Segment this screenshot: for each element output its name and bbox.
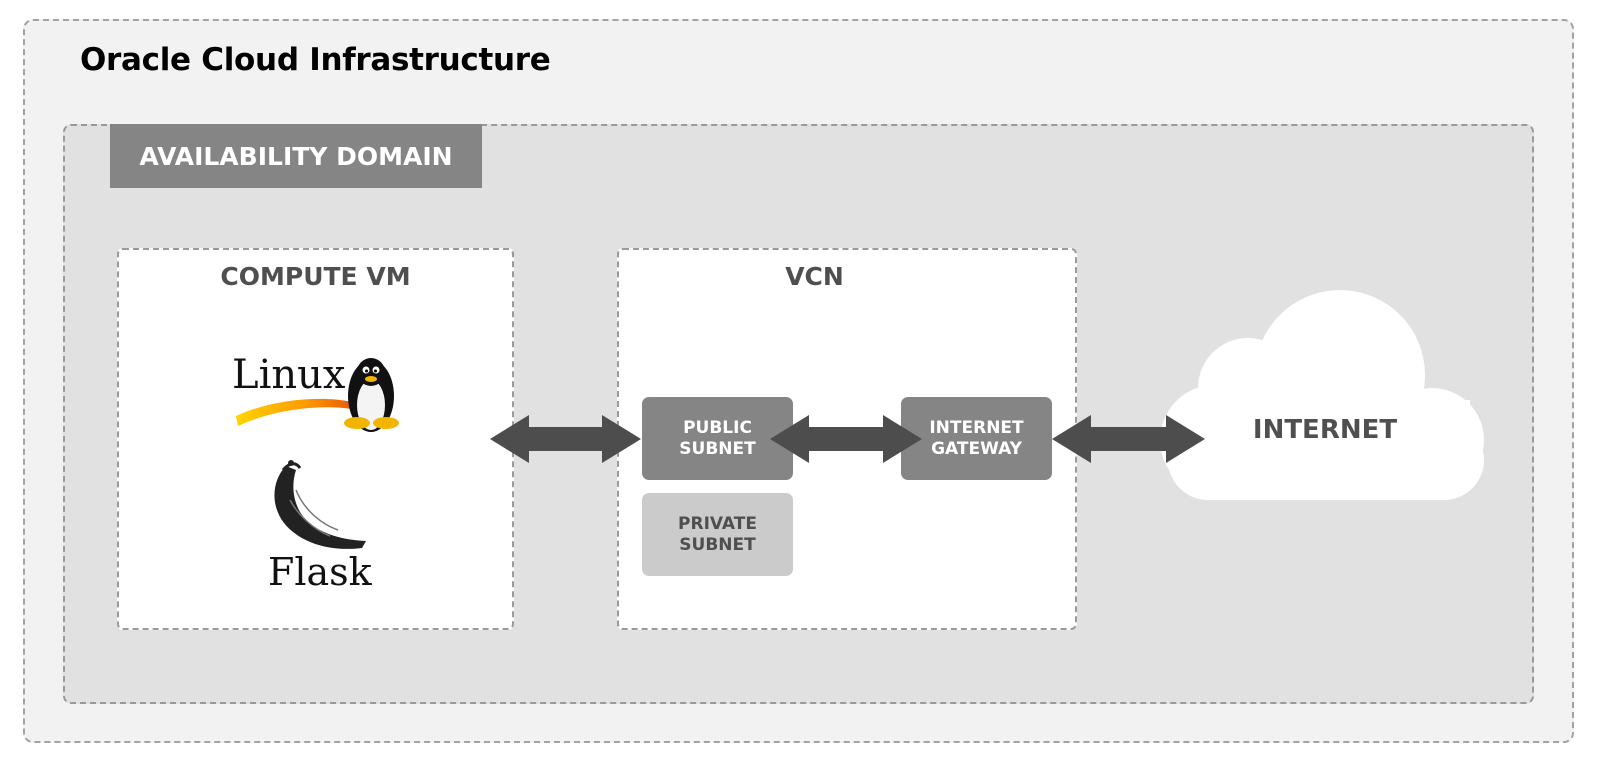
private-subnet-line2: SUBNET (679, 534, 756, 555)
private-subnet-line1: PRIVATE (678, 513, 757, 534)
internet-gateway-line2: GATEWAY (931, 438, 1022, 459)
flask-logo-text: Flask (268, 550, 372, 594)
private-subnet: PRIVATE SUBNET (642, 493, 793, 576)
internet-label: INTERNET (1252, 415, 1398, 445)
flask-horn-icon (274, 460, 366, 549)
bidirectional-arrow-icon (490, 415, 641, 463)
internet-gateway-line1: INTERNET (929, 417, 1024, 438)
public-subnet-line1: PUBLIC (683, 417, 752, 438)
internet-gateway: INTERNET GATEWAY (901, 397, 1052, 480)
availability-domain-label: AVAILABILITY DOMAIN (110, 124, 482, 188)
tux-penguin-icon (344, 358, 399, 432)
bidirectional-arrow-icon (1052, 415, 1205, 463)
public-subnet: PUBLIC SUBNET (642, 397, 793, 480)
oci-title: Oracle Cloud Infrastructure (80, 42, 551, 78)
public-subnet-line2: SUBNET (679, 438, 756, 459)
vcn-title: VCN (785, 262, 844, 291)
linux-logo-text: Linux (232, 352, 346, 398)
compute-vm-box (117, 248, 514, 630)
compute-vm-title: COMPUTE VM (220, 262, 411, 291)
bidirectional-arrow-icon (770, 415, 922, 463)
